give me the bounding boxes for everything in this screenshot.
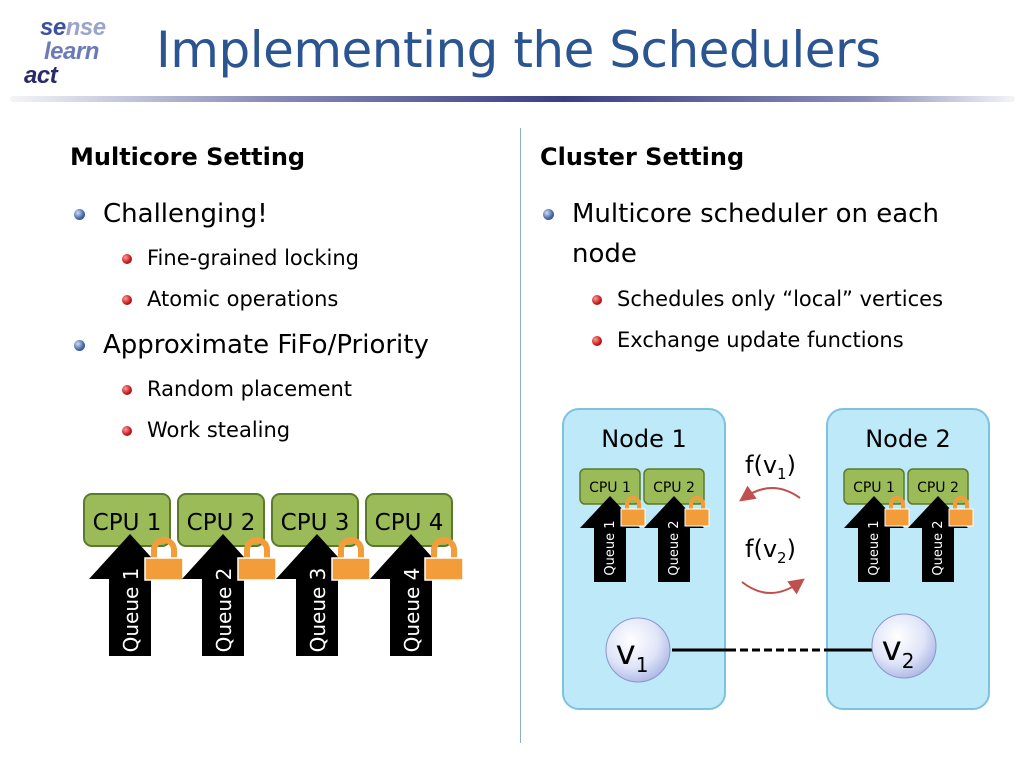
lock-icon: [237, 537, 277, 581]
multicore-heading: Multicore Setting: [70, 143, 306, 171]
cpu-label: CPU 2: [917, 480, 959, 496]
logo-line1-a: se: [40, 14, 66, 41]
queue-label: Queue 2: [212, 568, 236, 653]
sub-bullet-icon: [122, 254, 132, 264]
column-divider: [520, 128, 521, 743]
lock-icon: [948, 496, 974, 527]
queue-label: Queue 1: [119, 568, 143, 653]
multicore-diagram: CPU 1 Queue 1 CPU 2 Queue 2 CPU 3 Queue …: [83, 493, 464, 656]
logo-line2: learn: [44, 38, 99, 65]
cpu-label: CPU 1: [93, 510, 162, 536]
bullet-icon: [74, 209, 85, 220]
sub-bullet-icon: [122, 295, 132, 305]
queue-label: Queue 2: [667, 520, 682, 575]
logo-line3: act: [24, 62, 58, 89]
lock-icon: [884, 496, 910, 527]
cpu-label: CPU 2: [187, 510, 256, 536]
cluster-heading: Cluster Setting: [540, 143, 745, 171]
slide-title: Implementing the Schedulers: [156, 21, 881, 79]
cpu-label: CPU 1: [853, 480, 895, 496]
bullet-icon: [543, 209, 554, 220]
bullet-icon: [74, 340, 85, 351]
cpu-label: CPU 4: [375, 510, 444, 536]
cpu-label: CPU 3: [281, 510, 350, 536]
queue-label: Queue 2: [931, 520, 946, 575]
update-function-2: f(v2): [745, 535, 796, 567]
sub-bullet-stealing: Work stealing: [147, 418, 291, 442]
logo-line1-b: nse: [65, 14, 106, 41]
exchange-arrow-right: [741, 578, 805, 595]
exchange-arrow-left: [739, 485, 801, 502]
queue-label: Queue 1: [867, 520, 882, 575]
lock-icon: [331, 537, 371, 581]
bullet-multicore-scheduler: Multicore scheduler on each: [572, 199, 939, 229]
sub-bullet-local-vertices: Schedules only “local” vertices: [617, 287, 944, 311]
sub-bullet-random: Random placement: [147, 377, 353, 401]
sub-bullet-icon: [592, 295, 602, 305]
queue-label: Queue 3: [306, 568, 330, 653]
svg-text:v1: v1: [616, 633, 649, 677]
cluster-diagram: Node 1 CPU 1 CPU 2 Queue 1 Queue 2 Node …: [562, 408, 990, 710]
cpu-label: CPU 1: [589, 480, 631, 496]
sub-bullet-icon: [122, 385, 132, 395]
cpu-label: CPU 2: [653, 480, 695, 496]
svg-text:v2: v2: [882, 629, 915, 673]
bullet-approximate: Approximate FiFo/Priority: [103, 330, 429, 360]
queue-label: Queue 1: [603, 520, 618, 575]
update-function-1: f(v1): [745, 451, 796, 483]
sub-bullet-exchange: Exchange update functions: [617, 328, 904, 352]
bullet-multicore-scheduler-cont: node: [572, 239, 637, 269]
sub-bullet-fine-grained: Fine-grained locking: [147, 246, 359, 270]
lock-icon: [144, 537, 184, 581]
vertex-v1: [605, 617, 671, 683]
lock-icon: [684, 496, 710, 527]
queue-label: Queue 4: [400, 568, 424, 653]
node-label: Node 2: [865, 425, 951, 453]
title-underline: [10, 96, 1015, 102]
sub-bullet-icon: [122, 426, 132, 436]
lock-icon: [424, 537, 464, 581]
sub-bullet-atomic: Atomic operations: [147, 287, 339, 311]
lock-icon: [620, 496, 646, 527]
node-label: Node 1: [601, 425, 687, 453]
sense-learn-act-logo: sense learn act: [22, 12, 132, 90]
bullet-challenging: Challenging!: [103, 199, 268, 229]
vertex-v2: [871, 613, 937, 679]
sub-bullet-icon: [592, 336, 602, 346]
